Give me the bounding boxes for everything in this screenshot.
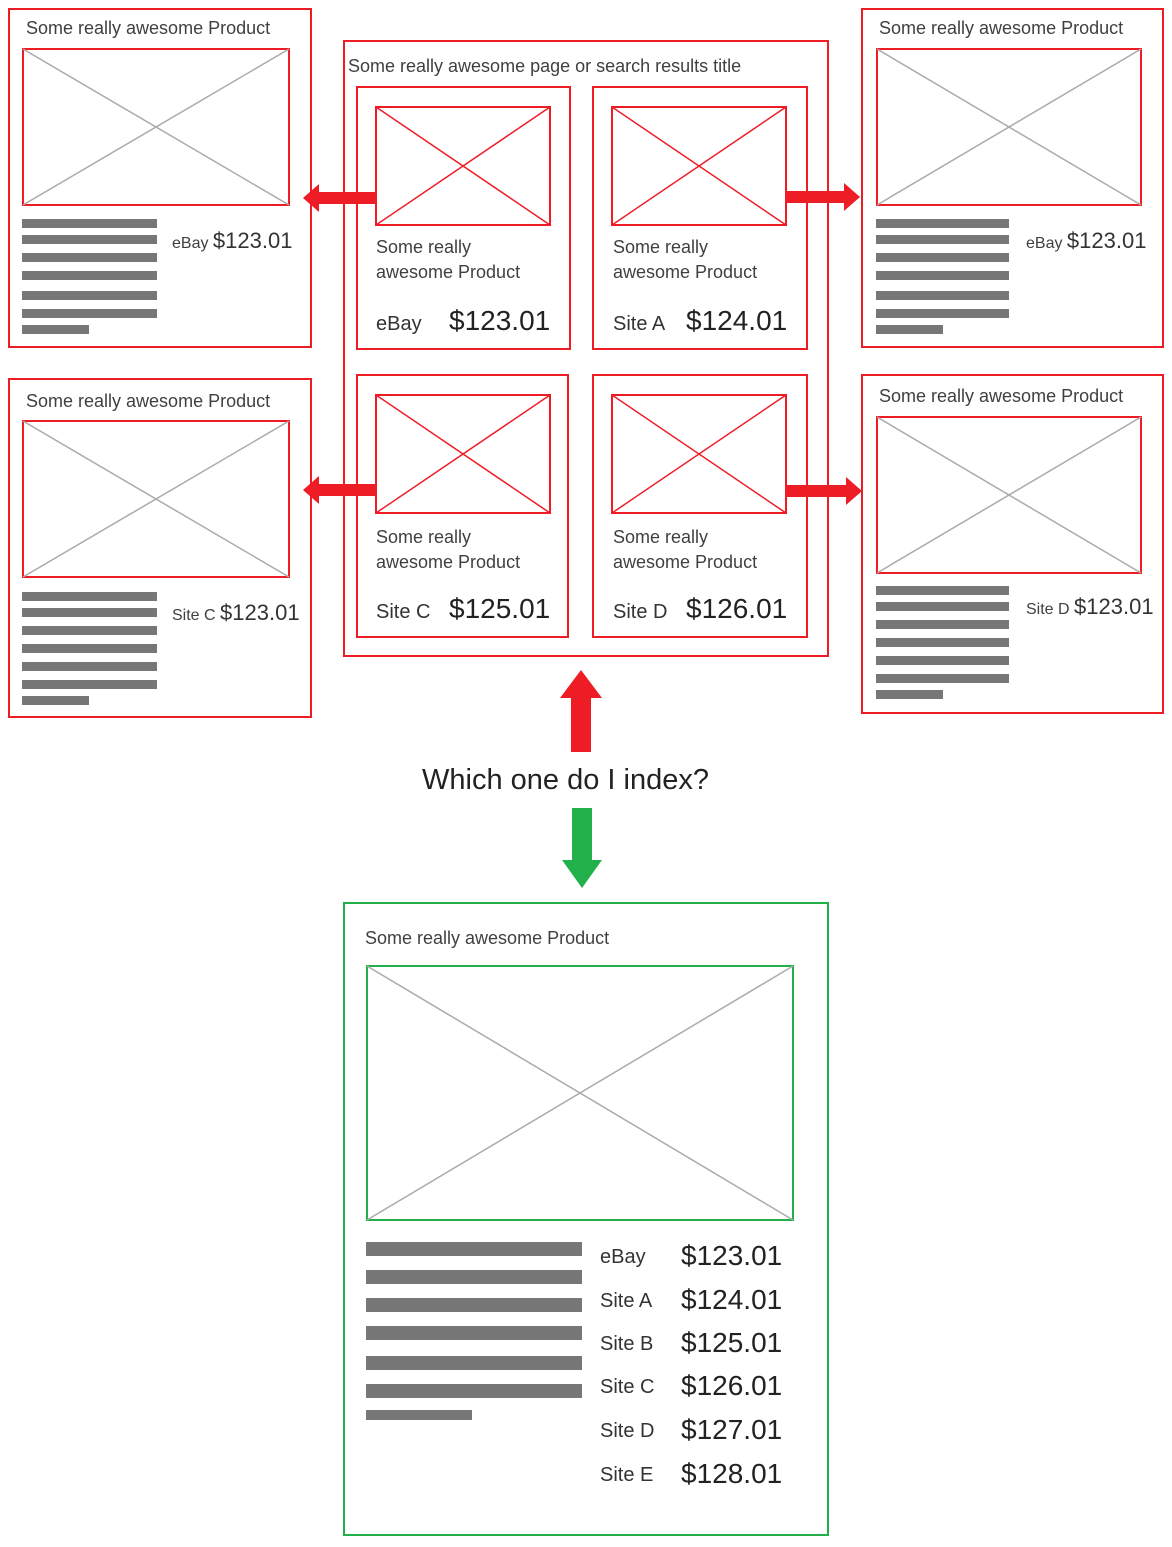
side-page-offer: eBay $123.01 bbox=[172, 228, 292, 254]
image-placeholder-icon bbox=[366, 965, 794, 1221]
search-results-page bbox=[343, 40, 829, 657]
image-placeholder-icon bbox=[876, 416, 1142, 574]
card-product-name: Some really bbox=[613, 527, 709, 547]
canonical-product-title: Some really awesome Product bbox=[365, 928, 610, 948]
site-label: Site D bbox=[1026, 601, 1070, 618]
card-site-label: Site D bbox=[613, 601, 668, 623]
image-placeholder-icon bbox=[375, 394, 551, 514]
arrow-up-icon bbox=[560, 670, 602, 752]
price-label: $123.01 bbox=[1074, 594, 1154, 619]
card-site-label: eBay bbox=[376, 313, 422, 335]
card-product-name: awesome Product bbox=[376, 552, 521, 572]
arrow-right-icon bbox=[786, 477, 862, 505]
arrow-left-icon bbox=[303, 184, 377, 212]
offer-site-label: Site B bbox=[600, 1333, 654, 1355]
arrow-right-icon bbox=[786, 183, 860, 211]
offer-price-label: $123.01 bbox=[681, 1240, 783, 1271]
card-price-label: $126.01 bbox=[686, 593, 788, 624]
offer-site-label: eBay bbox=[600, 1246, 646, 1268]
card-price-label: $124.01 bbox=[686, 305, 788, 336]
price-label: $123.01 bbox=[1066, 228, 1147, 253]
card-price-label: $123.01 bbox=[449, 305, 551, 336]
price-label: $123.01 bbox=[220, 600, 300, 625]
offer-site-label: Site D bbox=[600, 1420, 655, 1442]
card-product-name: awesome Product bbox=[613, 552, 758, 572]
side-page-title: Some really awesome Product bbox=[879, 18, 1124, 38]
offer-price-label: $125.01 bbox=[681, 1327, 783, 1358]
card-price-label: $125.01 bbox=[449, 593, 551, 624]
offer-price-label: $124.01 bbox=[681, 1284, 783, 1315]
side-page-top-left bbox=[8, 8, 312, 348]
side-page-top-right bbox=[861, 8, 1164, 348]
side-page-offer: Site D $123.01 bbox=[1026, 594, 1154, 620]
site-label: eBay bbox=[172, 235, 209, 252]
offer-site-label: Site C bbox=[600, 1376, 655, 1398]
card-site-label: Site A bbox=[613, 313, 666, 335]
card-product-name: Some really bbox=[613, 237, 709, 257]
card-site-label: Site C bbox=[376, 601, 431, 623]
canonical-product-page bbox=[343, 902, 829, 1536]
result-card-site-a[interactable] bbox=[592, 86, 808, 350]
image-placeholder-icon bbox=[611, 394, 787, 514]
image-placeholder-icon bbox=[611, 106, 787, 226]
search-results-title: Some really awesome page or search resul… bbox=[348, 56, 742, 76]
result-card-ebay[interactable] bbox=[356, 86, 571, 350]
image-placeholder-icon bbox=[22, 420, 290, 578]
card-product-name: Some really bbox=[376, 527, 472, 547]
side-page-offer: eBay $123.01 bbox=[1026, 228, 1146, 254]
card-product-name: Some really bbox=[376, 237, 472, 257]
side-page-bottom-right bbox=[861, 374, 1164, 714]
result-card-site-c[interactable] bbox=[356, 374, 569, 638]
site-label: eBay bbox=[1026, 235, 1063, 252]
offer-site-label: Site A bbox=[600, 1290, 653, 1312]
arrow-down-icon bbox=[562, 808, 602, 888]
side-page-title: Some really awesome Product bbox=[26, 391, 271, 411]
image-placeholder-icon bbox=[876, 48, 1142, 206]
side-page-offer: Site C $123.01 bbox=[172, 600, 300, 626]
side-page-bottom-left bbox=[8, 378, 312, 718]
side-page-title: Some really awesome Product bbox=[879, 386, 1124, 406]
site-label: Site C bbox=[172, 607, 216, 624]
image-placeholder-icon bbox=[22, 48, 290, 206]
price-label: $123.01 bbox=[212, 228, 293, 253]
offer-site-label: Site E bbox=[600, 1464, 654, 1486]
offer-price-label: $128.01 bbox=[681, 1458, 783, 1489]
card-product-name: awesome Product bbox=[376, 262, 521, 282]
arrow-left-icon bbox=[303, 476, 375, 504]
card-product-name: awesome Product bbox=[613, 262, 758, 282]
index-question: Which one do I index? bbox=[422, 764, 709, 796]
result-card-site-d[interactable] bbox=[592, 374, 808, 638]
image-placeholder-icon bbox=[375, 106, 551, 226]
side-page-title: Some really awesome Product bbox=[26, 18, 271, 38]
offer-price-label: $127.01 bbox=[681, 1414, 783, 1445]
offer-price-label: $126.01 bbox=[681, 1370, 783, 1401]
